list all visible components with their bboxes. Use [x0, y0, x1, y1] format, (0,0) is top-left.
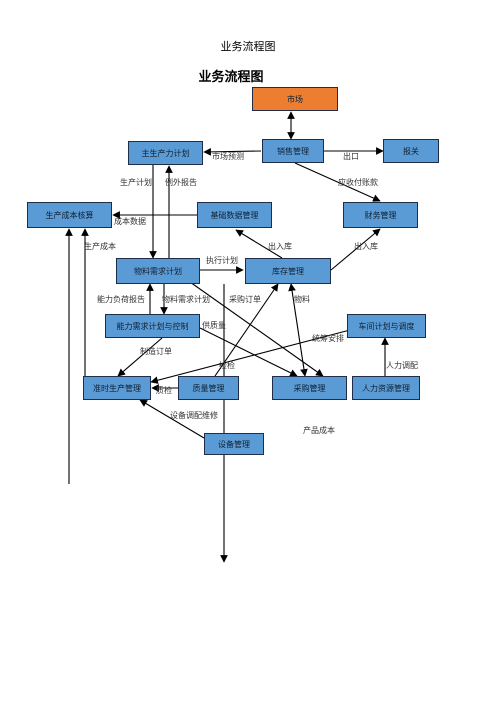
node-capacity-plan: 能力需求计划与控制 [105, 314, 200, 338]
node-shop-schedule: 车间计划与调度 [347, 314, 426, 338]
node-finance: 财务管理 [343, 202, 418, 228]
label-hr-allocation: 人力调配 [386, 361, 418, 370]
label-in-out-stock-2: 出入库 [354, 242, 378, 251]
node-equipment: 设备管理 [204, 433, 264, 455]
arrow-shop-schedule-jit [150, 329, 351, 384]
label-manufacturing-order: 制造订单 [140, 347, 172, 356]
label-inspection-1: 检检 [219, 361, 235, 370]
node-quality: 质量管理 [178, 376, 239, 400]
label-receivable-payable: 应收付账款 [338, 178, 378, 187]
diagram-title: 业务流程图 [198, 70, 264, 85]
node-market: 市场 [252, 87, 338, 111]
arrow-inventory-purchasing [288, 283, 308, 377]
arrow-inventory-basic-data [235, 229, 283, 259]
label-in-out-stock-1: 出入库 [268, 242, 292, 251]
node-sales: 销售管理 [262, 139, 324, 163]
label-inspection-2: 质检 [156, 386, 172, 395]
document-title: 业务流程图 [220, 40, 276, 53]
arrow-sales-finance [294, 162, 381, 202]
arrow-sales-master-plan [203, 148, 262, 156]
node-purchasing: 采购管理 [272, 376, 347, 400]
arrow-quality-inventory [214, 283, 279, 377]
arrow-inventory-finance [330, 228, 381, 271]
node-inventory: 库存管理 [245, 258, 331, 284]
node-basic-data: 基础数据管理 [197, 202, 272, 228]
label-cost-data: 成本数据 [114, 217, 146, 226]
label-production-cost: 生产成本 [84, 242, 116, 251]
label-materials: 物料 [294, 295, 310, 304]
label-export: 出口 [343, 152, 359, 161]
node-material-plan: 物料需求计划 [116, 258, 200, 284]
label-equipment-maintenance: 设备调配维修 [170, 411, 218, 420]
arrow-capacity-jit [117, 337, 163, 377]
node-master-plan: 主生产力计划 [128, 141, 203, 165]
node-hr: 人力资源管理 [352, 376, 420, 400]
label-exception-report: 例外报告 [165, 178, 197, 187]
node-customs: 报关 [383, 139, 439, 163]
label-product-cost: 产品成本 [303, 426, 335, 435]
label-coordinate-arrange: 统筹安排 [312, 334, 344, 343]
arrow-equipment-jit [139, 399, 205, 439]
label-market-forecast: 市场预测 [212, 152, 244, 161]
label-material-req-plan: 物料需求计划 [162, 295, 210, 304]
label-purchase-order: 采购订单 [229, 295, 261, 304]
arrow-capacity-purchasing [199, 327, 298, 377]
label-supply-quality: 供质量 [202, 321, 226, 330]
node-jit: 准时生产管理 [83, 376, 151, 400]
label-production-plan: 生产计划 [120, 178, 152, 187]
label-capacity-load-report: 能力负荷报告 [97, 295, 145, 304]
node-cost-accounting: 生产成本核算 [27, 202, 112, 228]
label-execution-plan: 执行计划 [206, 256, 238, 265]
